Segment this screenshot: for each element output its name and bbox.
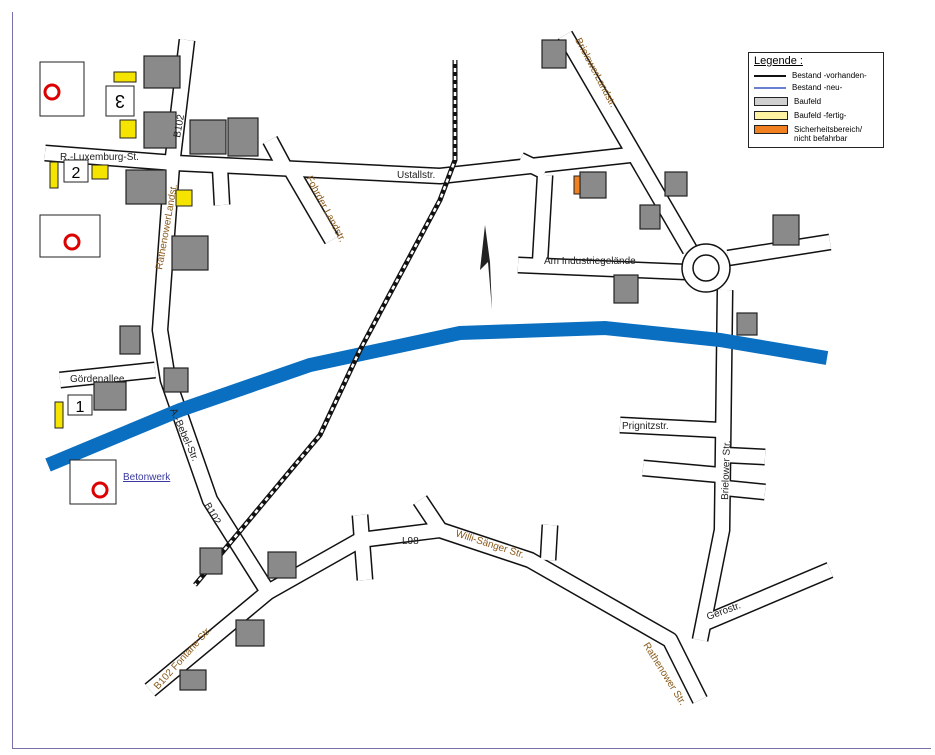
road-fontane — [145, 586, 273, 696]
field-3: 3 — [115, 91, 125, 111]
road-industrie — [517, 258, 687, 279]
sign-panel — [179, 669, 207, 691]
road-east-road — [726, 235, 832, 265]
road-side-north — [213, 167, 229, 206]
construction-signs — [39, 39, 800, 691]
road-industrie-north — [533, 174, 552, 263]
field-1: 1 — [76, 399, 85, 416]
sign-panel — [227, 117, 259, 157]
sign-panel — [639, 204, 661, 230]
label-goerden: Gördenallee — [70, 374, 125, 385]
road-gero — [697, 563, 833, 632]
sign-panel — [143, 55, 181, 89]
legend: Legende : Bestand -vorhanden- Bestand -n… — [748, 52, 884, 148]
road-side-south-1 — [353, 514, 372, 581]
road-brielower-landst — [558, 31, 697, 254]
orange-sign — [573, 175, 581, 195]
label-luxemburg: R.-Luxemburg-St. — [60, 152, 139, 163]
legend-item: Baufeld -fertig- — [754, 111, 846, 120]
label-ustall: Ustallstr. — [397, 170, 435, 181]
field-2: 2 — [72, 165, 81, 182]
sign-panel — [199, 547, 223, 575]
legend-item: Bestand -neu- — [754, 83, 842, 92]
railway-dashes — [194, 60, 457, 586]
field-markers: 3 2 1 — [63, 85, 135, 416]
label-industrie: Am Industriegelände — [544, 256, 636, 267]
road-goerden — [59, 363, 156, 387]
yellow-sign — [113, 71, 137, 83]
sign-panel — [613, 274, 639, 304]
legend-title: Legende : — [754, 55, 803, 67]
sign-panel — [163, 367, 189, 393]
sign-panel — [189, 119, 227, 155]
yellow-sign — [119, 119, 137, 139]
detour-sign — [69, 459, 117, 505]
legend-item: Sicherheitsbereich/ nicht befahrbar — [754, 125, 874, 143]
road-side-south-2 — [414, 496, 446, 534]
label-prignitz: Prignitzstr. — [622, 421, 669, 432]
road-saenger — [264, 523, 707, 704]
river — [45, 320, 829, 472]
yellow-sign — [54, 401, 64, 429]
sign-panel — [736, 312, 758, 336]
road-ustall-west — [263, 136, 292, 172]
roads — [44, 30, 834, 704]
yellow-sign — [175, 189, 193, 207]
sign-panel — [125, 169, 167, 205]
roundabout-center — [692, 254, 720, 282]
north-arrow — [480, 225, 492, 310]
label-b102-north: B102 — [172, 113, 187, 138]
sign-panel — [143, 111, 177, 149]
road-side-south-3 — [541, 524, 557, 561]
sign-panel — [541, 39, 567, 69]
legend-item: Bestand -vorhanden- — [754, 71, 867, 80]
road-prignitz — [619, 418, 721, 437]
road-luxemburg-east — [516, 153, 549, 179]
road-side-east-2 — [642, 461, 721, 482]
map-frame — [12, 12, 931, 749]
label-l98: L98 — [402, 536, 419, 547]
sign-panel — [93, 381, 127, 411]
road-side-east-3 — [724, 481, 766, 499]
label-brielower: Brielower Str. — [720, 440, 733, 500]
sign-panel — [267, 551, 297, 579]
yellow-sign — [49, 161, 59, 189]
sign-panel — [171, 235, 209, 271]
road-fohrder — [283, 164, 339, 244]
sign-panel — [579, 171, 607, 199]
road-side-east-1 — [724, 448, 766, 464]
yellow-sign — [91, 164, 109, 180]
label-betonwerk: Betonwerk — [123, 472, 171, 483]
sign-panel — [119, 325, 141, 355]
sign-panel — [772, 214, 800, 246]
sign-panel — [664, 171, 688, 197]
road-brielower — [693, 289, 732, 642]
legend-item: Baufeld — [754, 97, 821, 106]
